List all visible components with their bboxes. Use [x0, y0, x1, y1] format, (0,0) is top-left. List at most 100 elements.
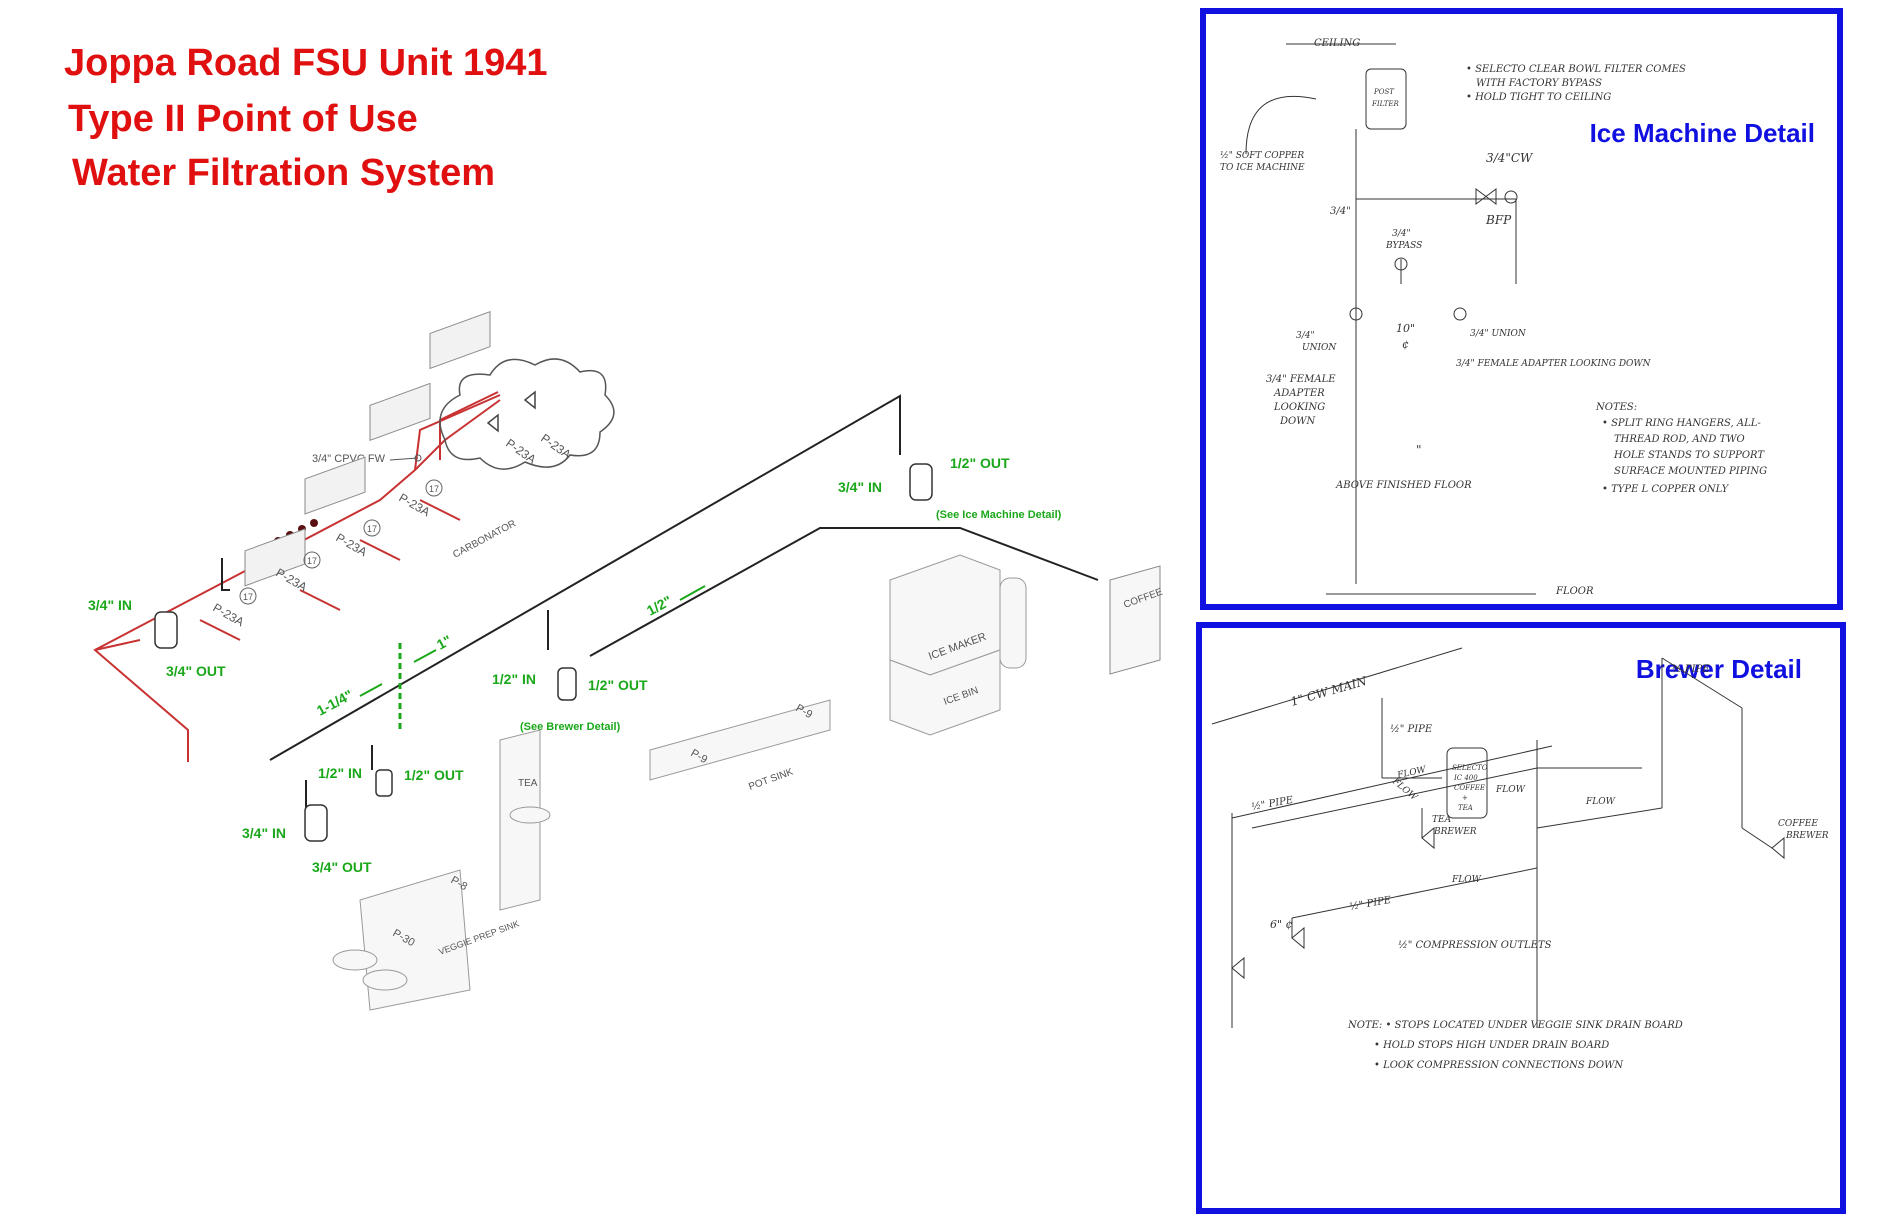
ice-filter-out: 1/2" OUT	[950, 455, 1010, 471]
ice-bfp: BFP	[1485, 213, 1512, 227]
ice-fa-left-1: 3/4" FEMALE	[1266, 374, 1336, 385]
ice-ditto: "	[1416, 443, 1422, 457]
ice-union-left-2: UNION	[1302, 343, 1337, 353]
ice-cl: ¢	[1402, 338, 1409, 351]
tea-station-sketch	[499, 729, 551, 911]
bottom-filter-in: 3/4" IN	[242, 825, 286, 841]
cpvc-label: 3/4" CPVC FW	[312, 453, 386, 465]
brewer-filter-in: 1/2" IN	[492, 671, 536, 687]
tea-label: TEA	[518, 778, 538, 789]
ice-machine-detail-panel: Ice Machine Detail CEILING • SELECTO CLE…	[1200, 8, 1843, 610]
veggie-sink-sketch	[332, 869, 471, 1011]
ice-filter-note: (See Ice Machine Detail)	[936, 509, 1062, 521]
ice-notes-1: • SPLIT RING HANGERS, ALL-	[1602, 418, 1761, 429]
pump-label-cloud-a: P-23A	[538, 431, 573, 462]
title-line-1: Joppa Road FSU Unit 1941	[64, 42, 548, 84]
ice-post-filter-1: POST	[1373, 88, 1395, 96]
brew-coffee-brewer-1: COFFEE	[1778, 819, 1818, 829]
brew-coffee-brewer-2: BREWER	[1785, 831, 1829, 841]
ice-detail-title: Ice Machine Detail	[1589, 118, 1815, 148]
ice-notes-2: THREAD ROD, AND TWO	[1614, 434, 1745, 445]
small-filter-out: 1/2" OUT	[404, 767, 464, 783]
pump-row	[244, 310, 491, 587]
brew-tea-brewer-2: BREWER	[1433, 827, 1477, 837]
brew-flow-4: FLOW	[1396, 765, 1428, 781]
circle-num-b: 17	[367, 524, 377, 534]
brew-six-cl: 6" ¢	[1270, 918, 1293, 931]
ice-filter-in: 3/4" IN	[838, 479, 882, 495]
brew-selecto-1: SELECTO	[1452, 764, 1488, 772]
brewer-filter-note: (See Brewer Detail)	[520, 721, 621, 733]
title-line-2: Type II Point of Use	[68, 98, 418, 140]
brewer-filter-out: 1/2" OUT	[588, 677, 648, 693]
valve-icon	[486, 390, 536, 433]
ice-note-a: • SELECTO CLEAR BOWL FILTER COMES	[1466, 64, 1686, 75]
ice-cw: 3/4"CW	[1486, 151, 1534, 165]
ice-ceiling: CEILING	[1314, 38, 1360, 49]
title-line-3: Water Filtration System	[72, 152, 496, 194]
ice-ten-in: 10"	[1396, 322, 1415, 335]
ice-three-quarter: 3/4"	[1330, 206, 1351, 217]
brew-note-1: NOTE: • STOPS LOCATED UNDER VEGGIE SINK …	[1347, 1020, 1683, 1031]
ice-soft-copper-1: ½" SOFT COPPER	[1220, 150, 1304, 161]
flow-arrow-right	[413, 649, 437, 663]
brew-compression: ½" COMPRESSION OUTLETS	[1398, 940, 1552, 951]
brew-tea-brewer-1: TEA	[1432, 815, 1452, 825]
ice-note-b: WITH FACTORY BYPASS	[1476, 78, 1602, 89]
pump-label-2: P-23A	[334, 530, 370, 559]
left-filter-in: 3/4" IN	[88, 597, 132, 613]
bottom-filter-out: 3/4" OUT	[312, 859, 372, 875]
left-filter-out: 3/4" OUT	[166, 663, 226, 679]
ice-notes-4: SURFACE MOUNTED PIPING	[1614, 466, 1767, 477]
pump-label-4: P-23A	[211, 600, 247, 629]
circle-num-c: 17	[307, 556, 317, 566]
ice-detail-sketch: CEILING • SELECTO CLEAR BOWL FILTER COME…	[1220, 38, 1767, 597]
brew-half-pipe-2: ½ PIPE	[1672, 664, 1710, 675]
brew-cw-main: 1" CW MAIN	[1289, 674, 1369, 709]
ice-above-floor: ABOVE FINISHED FLOOR	[1335, 480, 1472, 491]
ice-bypass-2: BYPASS	[1385, 241, 1422, 251]
ice-notes-head: NOTES:	[1595, 402, 1637, 413]
brewer-detail-sketch: 1" CW MAIN ½" PIPE ½ PIPE ½" PIPE ½" PIP…	[1211, 647, 1829, 1071]
pot-sink-sketch	[649, 699, 831, 781]
brew-flow-2: FLOW	[1495, 785, 1526, 795]
brew-selecto-2: IC 400	[1453, 774, 1478, 782]
pot-sink-label: POT SINK	[747, 766, 795, 792]
ice-union-left-1: 3/4"	[1296, 331, 1315, 341]
flow-half-label: 1/2"	[644, 592, 675, 618]
ice-fa-right: 3/4" FEMALE ADAPTER LOOKING DOWN	[1456, 359, 1652, 369]
brew-half-pipe-1: ½" PIPE	[1390, 724, 1433, 735]
cloud-outline	[439, 358, 615, 470]
carbonator-label: CARBONATOR	[451, 518, 518, 560]
ice-bypass-1: 3/4"	[1392, 229, 1411, 239]
coffee-machine-sketch	[1109, 565, 1161, 675]
ice-floor: FLOOR	[1555, 586, 1594, 597]
ice-fa-left-4: DOWN	[1279, 416, 1316, 427]
brew-half-pipe-3: ½" PIPE	[1251, 795, 1295, 813]
pump-label-1: P-23A	[397, 490, 433, 519]
brew-half-pipe-4: ½" PIPE	[1349, 895, 1393, 913]
ice-notes-3: HOLE STANDS TO SUPPORT	[1613, 450, 1765, 461]
filter-housing-icons	[154, 463, 933, 842]
brew-flow-3: FLOW	[1585, 797, 1616, 807]
ice-maker-sketch	[889, 554, 1027, 736]
ice-post-filter-2: FILTER	[1371, 100, 1399, 108]
brew-selecto-4: +	[1462, 794, 1468, 802]
flow-1in-label: 1"	[434, 632, 454, 653]
circle-num-a: 17	[429, 484, 439, 494]
pump-label-3: P-23A	[274, 565, 310, 594]
brew-flow-1: FLOW	[1389, 776, 1419, 803]
small-filter-in: 1/2" IN	[318, 765, 362, 781]
brew-selecto-5: TEA	[1458, 804, 1473, 812]
ice-fa-left-3: LOOKING	[1273, 402, 1325, 413]
circle-num-d: 17	[243, 592, 253, 602]
brew-selecto-3: COFFEE	[1454, 784, 1485, 792]
pump-label-cloud-b: P-23A	[503, 436, 538, 467]
flow-arrow-half	[679, 585, 706, 601]
flow-arrow-left	[359, 683, 383, 697]
brew-note-3: • LOOK COMPRESSION CONNECTIONS DOWN	[1374, 1060, 1624, 1071]
ice-soft-copper-2: TO ICE MACHINE	[1220, 163, 1305, 173]
ice-notes-5: • TYPE L COPPER ONLY	[1602, 484, 1730, 495]
brew-note-2: • HOLD STOPS HIGH UNDER DRAIN BOARD	[1374, 1040, 1609, 1051]
